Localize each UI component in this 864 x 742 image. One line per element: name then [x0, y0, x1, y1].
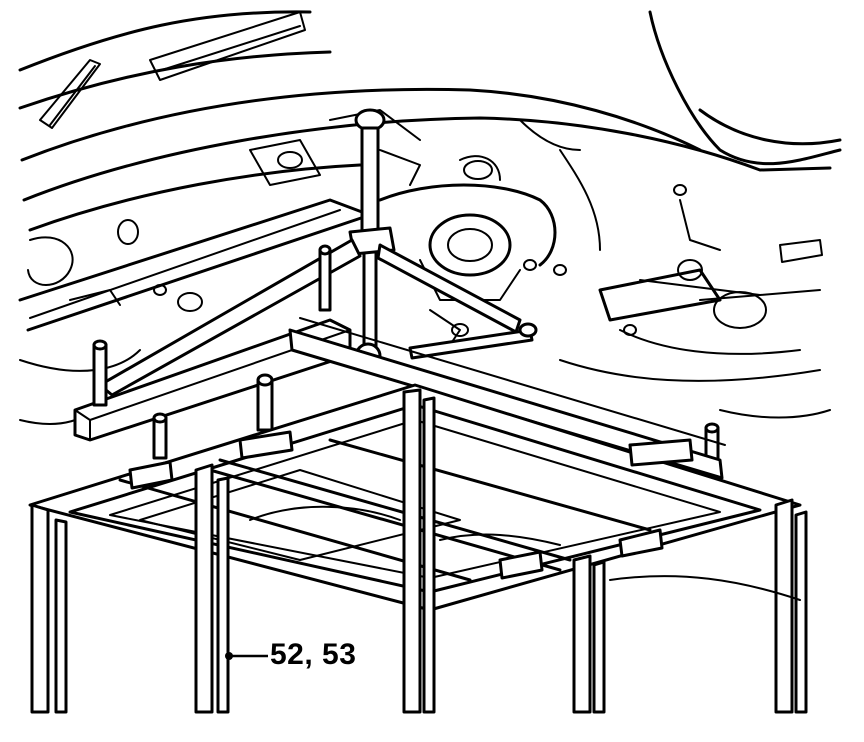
vehicle-underbody: [18, 10, 842, 425]
callout-leader: [225, 652, 268, 660]
lifting-fixture: [28, 108, 808, 714]
callout-label: 52, 53: [270, 638, 357, 671]
